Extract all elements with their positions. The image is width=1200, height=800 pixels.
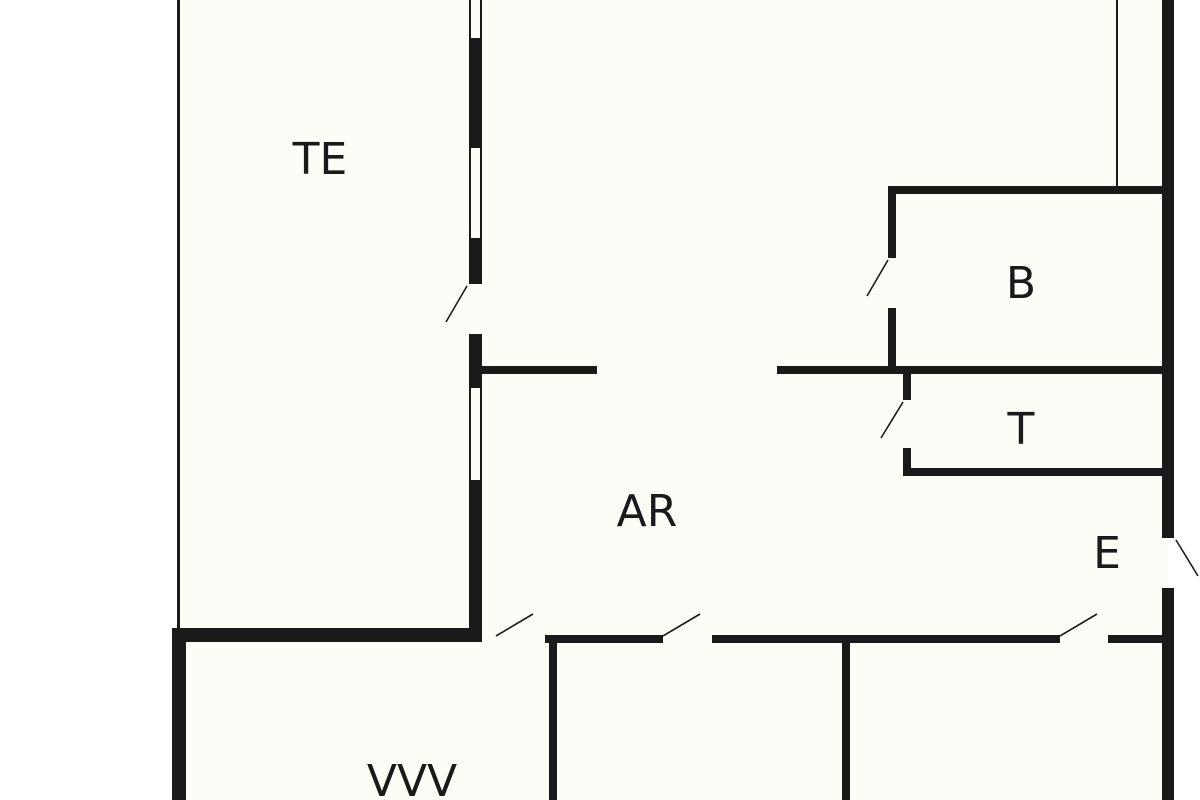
window-frame-3b [480, 388, 482, 480]
window-frame-2a [469, 148, 471, 238]
door-bottom-right [1059, 613, 1098, 637]
wall-te-bottom [172, 628, 482, 642]
window-frame-3a [469, 388, 471, 480]
wall-thin-top-right [1116, 0, 1118, 188]
wall-te-ar-2 [469, 238, 482, 284]
wall-bottom-3 [1108, 635, 1168, 643]
door-te [445, 285, 468, 323]
room-label-b: B [1006, 258, 1036, 309]
window-frame-1b [480, 0, 482, 38]
wall-mid-left [482, 366, 597, 374]
wall-t-left-2 [903, 448, 911, 476]
wall-right-2 [1162, 588, 1174, 800]
wall-te-ar-1 [469, 38, 482, 148]
wall-te-ar-3 [469, 334, 482, 388]
door-entrance [1175, 539, 1199, 577]
room-label-ar: AR [617, 486, 678, 537]
wall-b-left-2 [888, 308, 896, 374]
wall-right-1 [1162, 0, 1174, 538]
window-frame-1a [469, 0, 471, 38]
wall-mid-right [777, 366, 1168, 374]
wall-partition-2 [842, 635, 850, 800]
floor-area [178, 0, 1168, 800]
wall-b-left-1 [888, 186, 896, 258]
wall-b-top [888, 186, 1168, 194]
room-label-t: T [1007, 404, 1035, 455]
door-t [880, 401, 904, 439]
wall-te-ar-4 [469, 480, 482, 636]
wall-vvv-left [172, 628, 186, 800]
wall-te-left [177, 0, 180, 632]
wall-t-bottom [903, 468, 1168, 476]
wall-partition-1 [549, 635, 557, 800]
wall-bottom-2 [712, 635, 1060, 643]
room-label-vvv: VVV [367, 756, 457, 800]
window-frame-2b [480, 148, 482, 238]
wall-bottom-1 [545, 635, 663, 643]
door-b [866, 259, 889, 297]
room-label-e: E [1093, 528, 1121, 579]
door-bottom-mid [662, 613, 701, 637]
walls [172, 0, 1174, 800]
room-label-te: TE [292, 134, 348, 185]
doors [445, 259, 1199, 637]
wall-t-left-1 [903, 366, 911, 400]
door-vvv [495, 613, 534, 637]
